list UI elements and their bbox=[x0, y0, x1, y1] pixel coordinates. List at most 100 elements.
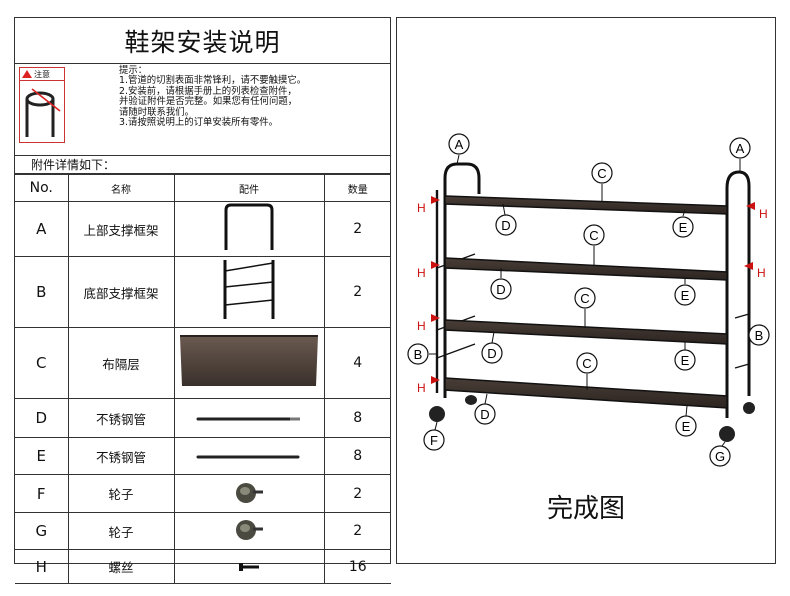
label-f: F bbox=[430, 433, 438, 448]
wheel-icon bbox=[236, 520, 263, 540]
right-frame bbox=[725, 170, 751, 418]
warning-label: 注意 bbox=[34, 69, 50, 79]
label-d: D bbox=[501, 218, 510, 233]
tip-line: 3.请按照说明上的订单安装所有零件。 bbox=[119, 117, 278, 129]
part-name: 不锈钢管 bbox=[67, 398, 175, 438]
part-qty: 16 bbox=[323, 549, 391, 584]
label-e: E bbox=[679, 220, 688, 235]
part-code: E bbox=[15, 437, 69, 475]
assembly-panel: H H H H H H A A bbox=[396, 17, 776, 564]
part-qty: 2 bbox=[323, 201, 391, 257]
label-h: H bbox=[417, 319, 426, 333]
upper-frame-icon bbox=[224, 203, 274, 250]
label-d: D bbox=[480, 407, 489, 422]
label-h: H bbox=[417, 381, 426, 395]
label-e: E bbox=[681, 288, 690, 303]
header-part: 配件 bbox=[173, 174, 325, 202]
instructions-panel: 鞋架安装说明 注意 提示： 1.管道的切割表面非常锋利，请不要触摸它。 2.安装… bbox=[14, 17, 391, 584]
part-qty: 8 bbox=[323, 398, 391, 438]
part-name: 不锈钢管 bbox=[67, 437, 175, 475]
part-image bbox=[173, 327, 325, 399]
part-qty: 4 bbox=[323, 327, 391, 399]
part-code: C bbox=[15, 327, 69, 399]
callout-e: E bbox=[674, 342, 696, 371]
header-qty: 数量 bbox=[323, 174, 391, 202]
header-no: No. bbox=[15, 174, 69, 202]
label-b: B bbox=[755, 328, 764, 343]
warning-header: 注意 bbox=[20, 68, 64, 81]
warning-triangle-icon bbox=[22, 70, 32, 78]
callout-e: E bbox=[672, 209, 694, 238]
part-image bbox=[173, 201, 325, 257]
part-qty: 2 bbox=[323, 474, 391, 513]
table-row: B 底部支撑框架 2 bbox=[15, 256, 391, 328]
table-row: C 布隔层 4 bbox=[15, 327, 391, 399]
part-image bbox=[173, 256, 325, 328]
label-d: D bbox=[496, 282, 505, 297]
part-name: 上部支撑框架 bbox=[67, 201, 175, 257]
tip-line: 提示： bbox=[119, 65, 148, 76]
callout-b: B bbox=[407, 343, 437, 365]
page-title: 鞋架安装说明 bbox=[15, 18, 390, 64]
callout-d: D bbox=[495, 203, 517, 236]
part-image bbox=[173, 512, 325, 550]
wheel-icon bbox=[236, 482, 263, 503]
steel-tube-icon bbox=[196, 455, 300, 458]
callout-a: A bbox=[729, 137, 751, 172]
wheel-g bbox=[719, 402, 755, 442]
label-e: E bbox=[682, 419, 691, 434]
callout-b: B bbox=[748, 324, 770, 346]
table-row: H 螺丝 16 bbox=[15, 549, 391, 584]
callout-e: E bbox=[675, 405, 697, 437]
part-qty: 2 bbox=[323, 256, 391, 328]
shelf-1 bbox=[444, 195, 728, 215]
part-code: F bbox=[15, 474, 69, 513]
tip-line: 并验证附件是否完整。如果您有任何问题， bbox=[119, 96, 298, 108]
completed-diagram-label: 完成图 bbox=[546, 494, 625, 524]
table-header-row: No. 名称 配件 数量 bbox=[15, 174, 391, 202]
tip-line: 1.管道的切割表面非常锋利，请不要触摸它。 bbox=[119, 75, 307, 87]
header-name: 名称 bbox=[67, 174, 175, 202]
part-name: 轮子 bbox=[67, 512, 175, 550]
label-e: E bbox=[681, 353, 690, 368]
table-row: A 上部支撑框架 2 bbox=[15, 201, 391, 257]
tips-text: 提示： 1.管道的切割表面非常锋利，请不要触摸它。 2.安装前，请根据手册上的列… bbox=[119, 65, 307, 129]
part-name: 底部支撑框架 bbox=[67, 256, 175, 328]
label-h: H bbox=[757, 266, 766, 280]
label-b: B bbox=[414, 347, 423, 362]
label-a: A bbox=[455, 137, 464, 152]
shelf-4 bbox=[444, 377, 728, 409]
table-row: D 不锈钢管 8 bbox=[15, 398, 391, 438]
sharp-tube-icon bbox=[25, 88, 61, 137]
tip-line: 2.安装前，请根据手册上的列表检查附件， bbox=[119, 85, 297, 97]
callout-d: D bbox=[490, 268, 512, 300]
screw-markers: H H H H H H bbox=[417, 196, 768, 395]
callout-a: A bbox=[448, 133, 470, 165]
wheel-f bbox=[429, 395, 477, 422]
callout-d: D bbox=[481, 331, 503, 364]
warning-box: 注意 bbox=[19, 67, 65, 143]
callout-c: C bbox=[583, 224, 605, 266]
label-a: A bbox=[736, 141, 745, 156]
tip-line: 请随时联系我们。 bbox=[119, 106, 195, 118]
accessories-heading: 附件详情如下： bbox=[15, 155, 390, 174]
part-qty: 8 bbox=[323, 437, 391, 475]
callout-c: C bbox=[574, 287, 596, 328]
shelf-3 bbox=[444, 319, 728, 345]
part-code: D bbox=[15, 398, 69, 438]
callout-d: D bbox=[474, 393, 496, 425]
part-name: 布隔层 bbox=[67, 327, 175, 399]
label-h: H bbox=[759, 207, 768, 221]
callout-f: F bbox=[423, 421, 445, 451]
label-c: C bbox=[589, 228, 598, 243]
fabric-shelf-icon bbox=[180, 335, 318, 386]
steel-tube-icon bbox=[196, 417, 300, 420]
part-image bbox=[173, 398, 325, 438]
parts-table: No. 名称 配件 数量 A 上部支撑框架 2 B 底部支撑框架 bbox=[15, 174, 391, 584]
part-code: A bbox=[15, 201, 69, 257]
part-code: G bbox=[15, 512, 69, 550]
callout-c: C bbox=[591, 162, 613, 202]
part-name: 轮子 bbox=[67, 474, 175, 513]
table-row: E 不锈钢管 8 bbox=[15, 437, 391, 475]
callout-g: G bbox=[709, 441, 731, 467]
